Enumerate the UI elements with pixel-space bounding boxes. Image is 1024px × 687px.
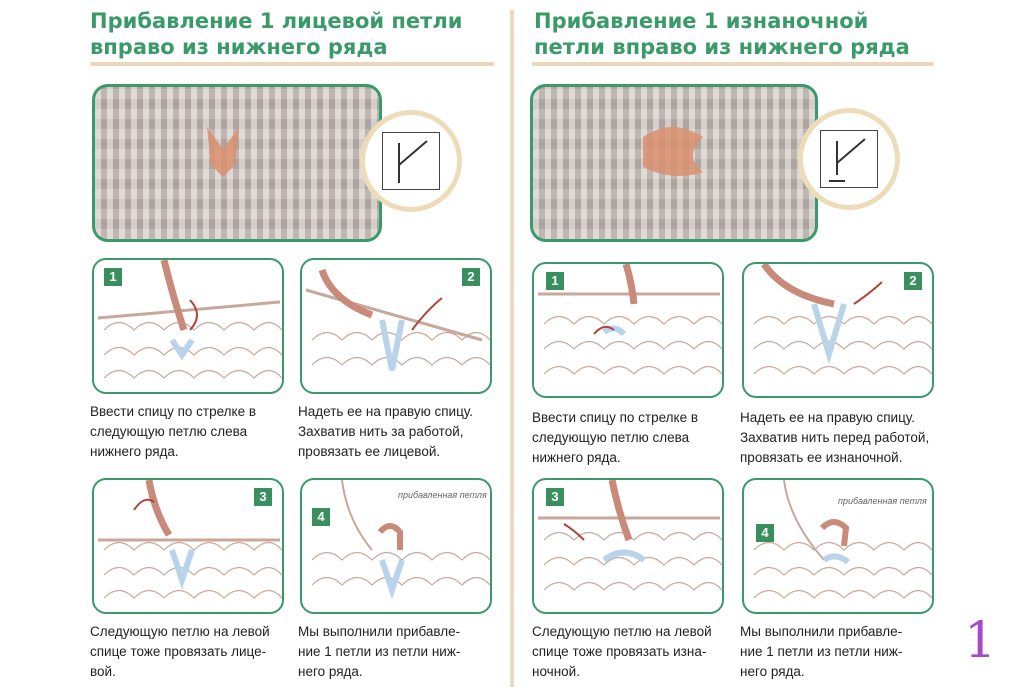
section-title: Прибавление 1 изнаночной петли вправо из… (534, 9, 910, 59)
step-1-illustration: 1 (92, 258, 284, 394)
step-number: 1 (546, 272, 564, 290)
step-number: 3 (254, 488, 272, 506)
step-4-caption: Мы выполнили прибавле- ние 1 петли из пе… (298, 624, 461, 679)
step-number: 2 (462, 268, 480, 286)
step-1-illustration: 1 (532, 262, 724, 398)
step-2-illustration: 2 (742, 262, 934, 398)
step-number: 3 (546, 488, 564, 506)
knitting-diagram (753, 264, 932, 375)
step-number: 4 (312, 508, 330, 526)
step-number: 1 (104, 268, 122, 286)
knitting-diagram (98, 480, 282, 599)
step-4-illustration: 4 прибавленная петля (300, 478, 492, 614)
knit-fabric-photo (92, 84, 382, 242)
title-rule (90, 62, 494, 66)
knitting-diagram (753, 480, 932, 599)
title-rule (532, 62, 934, 66)
step-3-caption: Следующую петлю на левой спице тоже пров… (532, 624, 712, 679)
column-divider (510, 10, 514, 687)
knitting-diagram (305, 268, 490, 371)
knitting-diagram (538, 264, 722, 375)
purl-increase-section: Прибавление 1 изнаночной петли вправо из… (514, 0, 1024, 687)
step-3-illustration: 3 (92, 478, 284, 614)
added-stitch-highlight (643, 127, 703, 176)
step-4-illustration: 4 прибавленная петля (742, 478, 934, 614)
step-2-caption: Надеть ее на правую спицу. Захватив нить… (740, 410, 930, 465)
added-stitch-label: прибавленная петля (398, 490, 487, 500)
step-4-caption: Мы выполнили прибавле- ние 1 петли из пе… (740, 624, 903, 679)
knitting-diagram (311, 480, 490, 600)
knit-increase-section: Прибавление 1 лицевой петли вправо из ни… (0, 0, 510, 687)
added-stitch-label: прибавленная петля (838, 496, 927, 506)
step-1-caption: Ввести спицу по стрелке в следующую петл… (90, 404, 257, 459)
page-number: 1 (964, 611, 996, 669)
step-2-caption: Надеть ее на правую спицу. Захватив нить… (298, 404, 473, 459)
chart-symbol-badge (798, 108, 900, 210)
purl-fabric-photo (530, 84, 818, 242)
knitting-diagram (538, 480, 722, 591)
step-3-illustration: 3 (532, 478, 724, 614)
knitting-diagram (97, 260, 282, 379)
chart-symbol-badge (360, 110, 462, 212)
section-title: Прибавление 1 лицевой петли вправо из ни… (90, 9, 463, 59)
step-3-caption: Следующую петлю на левой спице тоже пров… (90, 624, 270, 679)
step-number: 2 (904, 272, 922, 290)
added-stitch-highlight (207, 127, 239, 177)
step-number: 4 (756, 524, 774, 542)
step-1-caption: Ввести спицу по стрелке в следующую петл… (532, 410, 699, 465)
step-2-illustration: 2 (300, 258, 492, 394)
knit-increase-symbol-icon (382, 132, 440, 190)
purl-increase-symbol-icon (820, 130, 878, 188)
